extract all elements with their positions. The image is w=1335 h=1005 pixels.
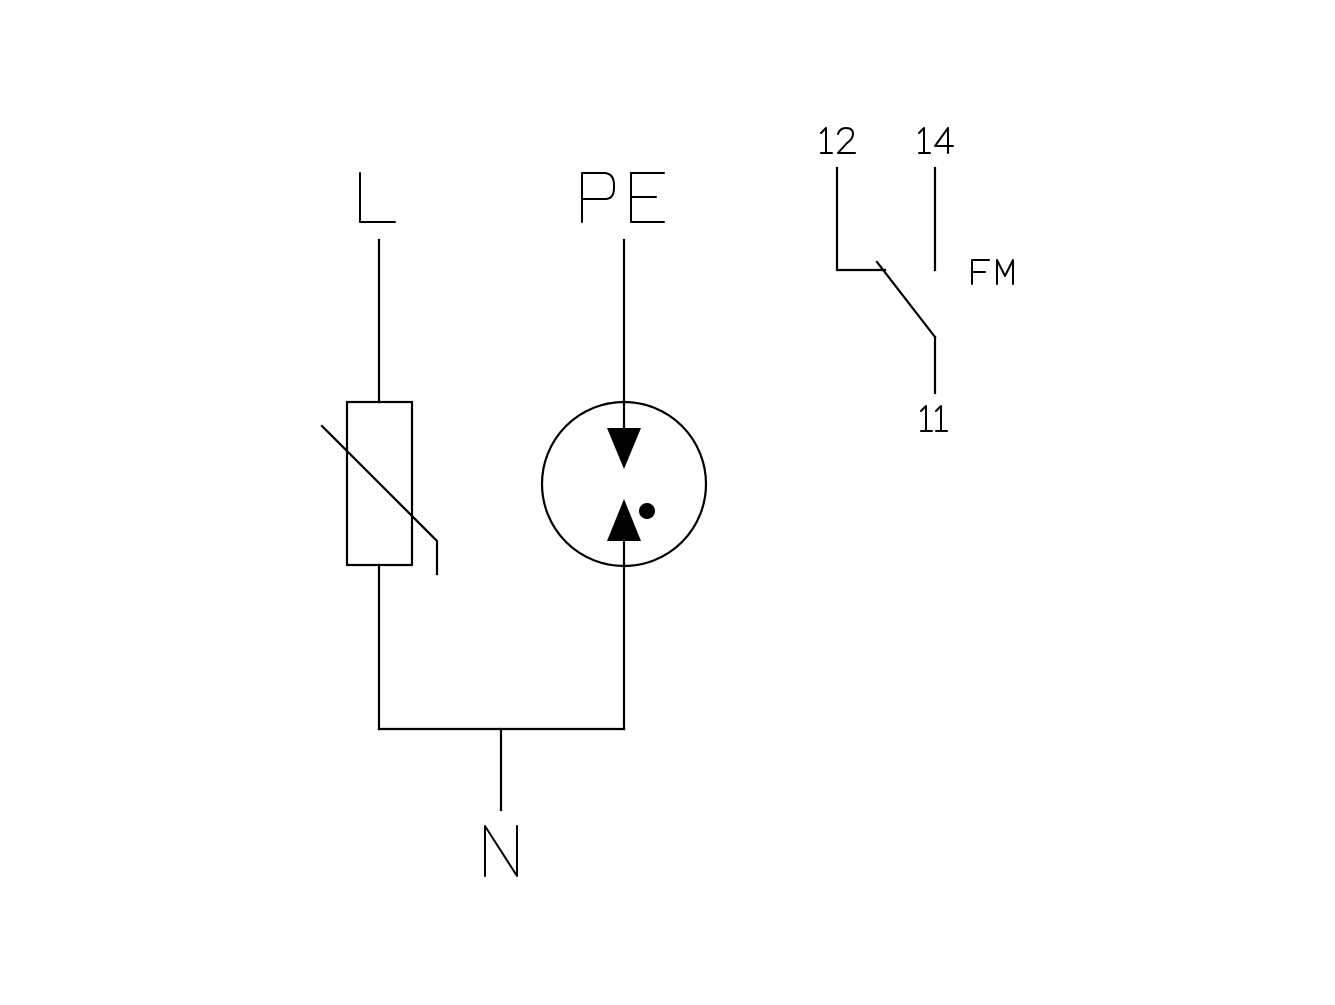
upper-electrode-arrow [607, 428, 641, 469]
terminal-label-pe: PE [581, 172, 665, 223]
terminal-label-l: L [359, 172, 396, 223]
contact-pin-12-label: 12 [820, 127, 856, 154]
gas-fill-dot [639, 503, 655, 519]
terminal-label-n: N [484, 825, 518, 877]
varistor-branch [320, 238, 439, 731]
lower-electrode-arrow [607, 499, 641, 541]
remote-signal-contact: 12 14 FM 11 [820, 127, 1014, 432]
varistor-characteristic-line [320, 424, 439, 576]
contact-pin-14-label: 14 [918, 127, 954, 154]
contact-fm-label: FM [971, 259, 1014, 285]
gas-discharge-tube-branch [540, 238, 708, 731]
contact-pin-11-label: 11 [920, 405, 948, 432]
neutral-bus [377, 727, 626, 812]
contact-nc-terminal [835, 166, 887, 272]
contact-switch-blade [875, 260, 937, 339]
